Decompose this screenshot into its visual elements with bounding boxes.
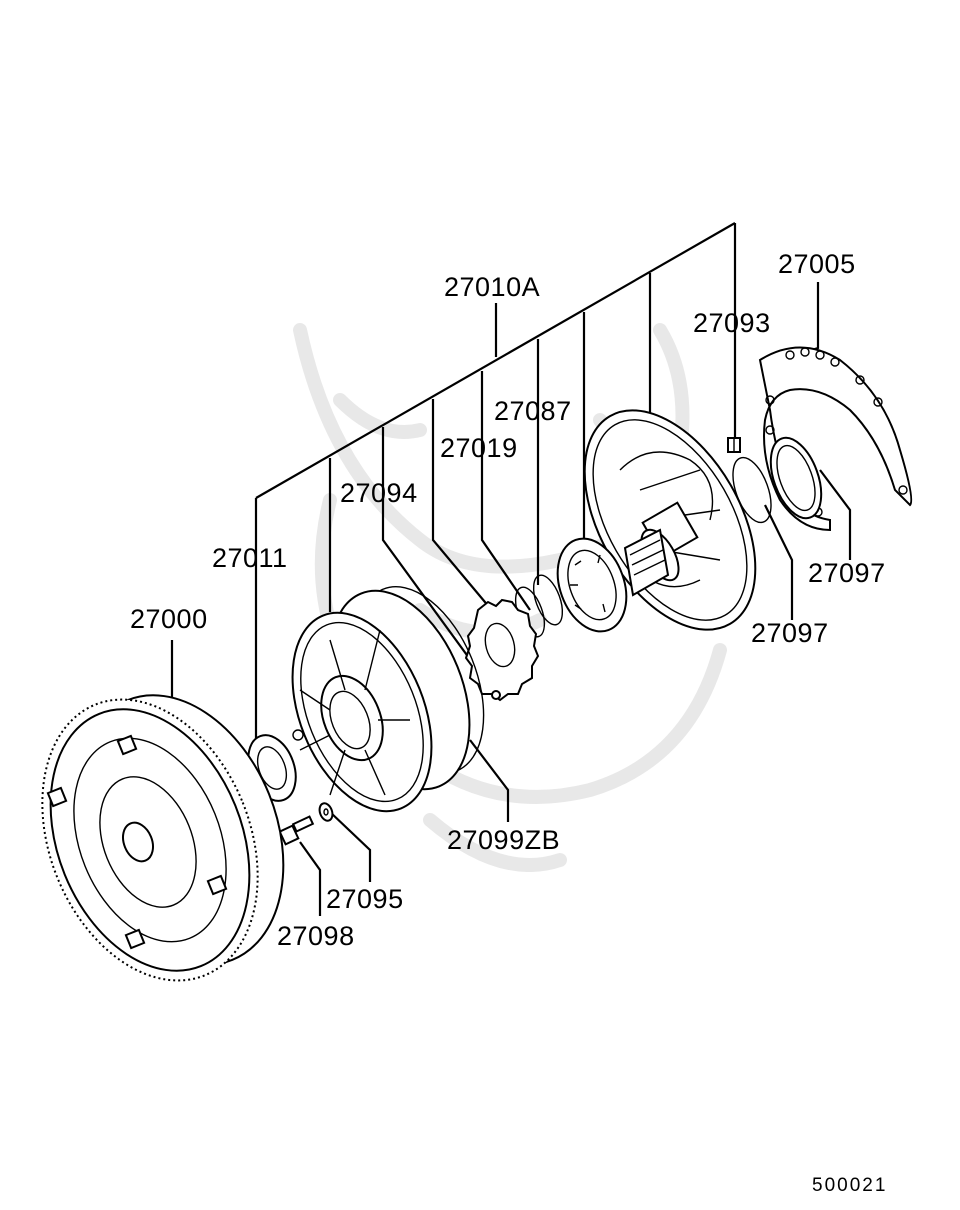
part-label-27019: 27019 bbox=[440, 433, 518, 463]
part-label-27011: 27011 bbox=[212, 543, 288, 573]
part-label-27095: 27095 bbox=[326, 884, 404, 914]
part-label-27099ZB: 27099ZB bbox=[447, 825, 560, 855]
pump-body-27011 bbox=[291, 589, 471, 813]
part-label-27093: 27093 bbox=[693, 308, 771, 338]
part-label-27094: 27094 bbox=[340, 478, 418, 508]
part-label-27005: 27005 bbox=[778, 249, 856, 279]
part-label-27010A: 27010A bbox=[444, 272, 540, 302]
leader-lines bbox=[170, 222, 852, 916]
diagram-reference-number: 500021 bbox=[812, 1175, 887, 1196]
ball-27094 bbox=[491, 690, 501, 700]
part-label-27000: 27000 bbox=[130, 604, 208, 634]
bolt-27098 bbox=[278, 815, 315, 846]
part-label-27087: 27087 bbox=[494, 396, 572, 426]
pump-outer-gear-27087 bbox=[556, 537, 628, 633]
bolt-27093 bbox=[727, 437, 741, 453]
pump-inner-gear-27094 bbox=[464, 598, 540, 702]
part-label-27098: 27098 bbox=[277, 921, 355, 951]
part-label-27097-inner: 27097 bbox=[751, 618, 829, 648]
pump-housing-plate bbox=[583, 409, 757, 631]
seal-ring-27097-outer bbox=[769, 436, 823, 520]
torque-converter-27000 bbox=[41, 694, 285, 982]
part-label-27097-outer: 27097 bbox=[808, 558, 886, 588]
washer-27095 bbox=[318, 802, 334, 822]
